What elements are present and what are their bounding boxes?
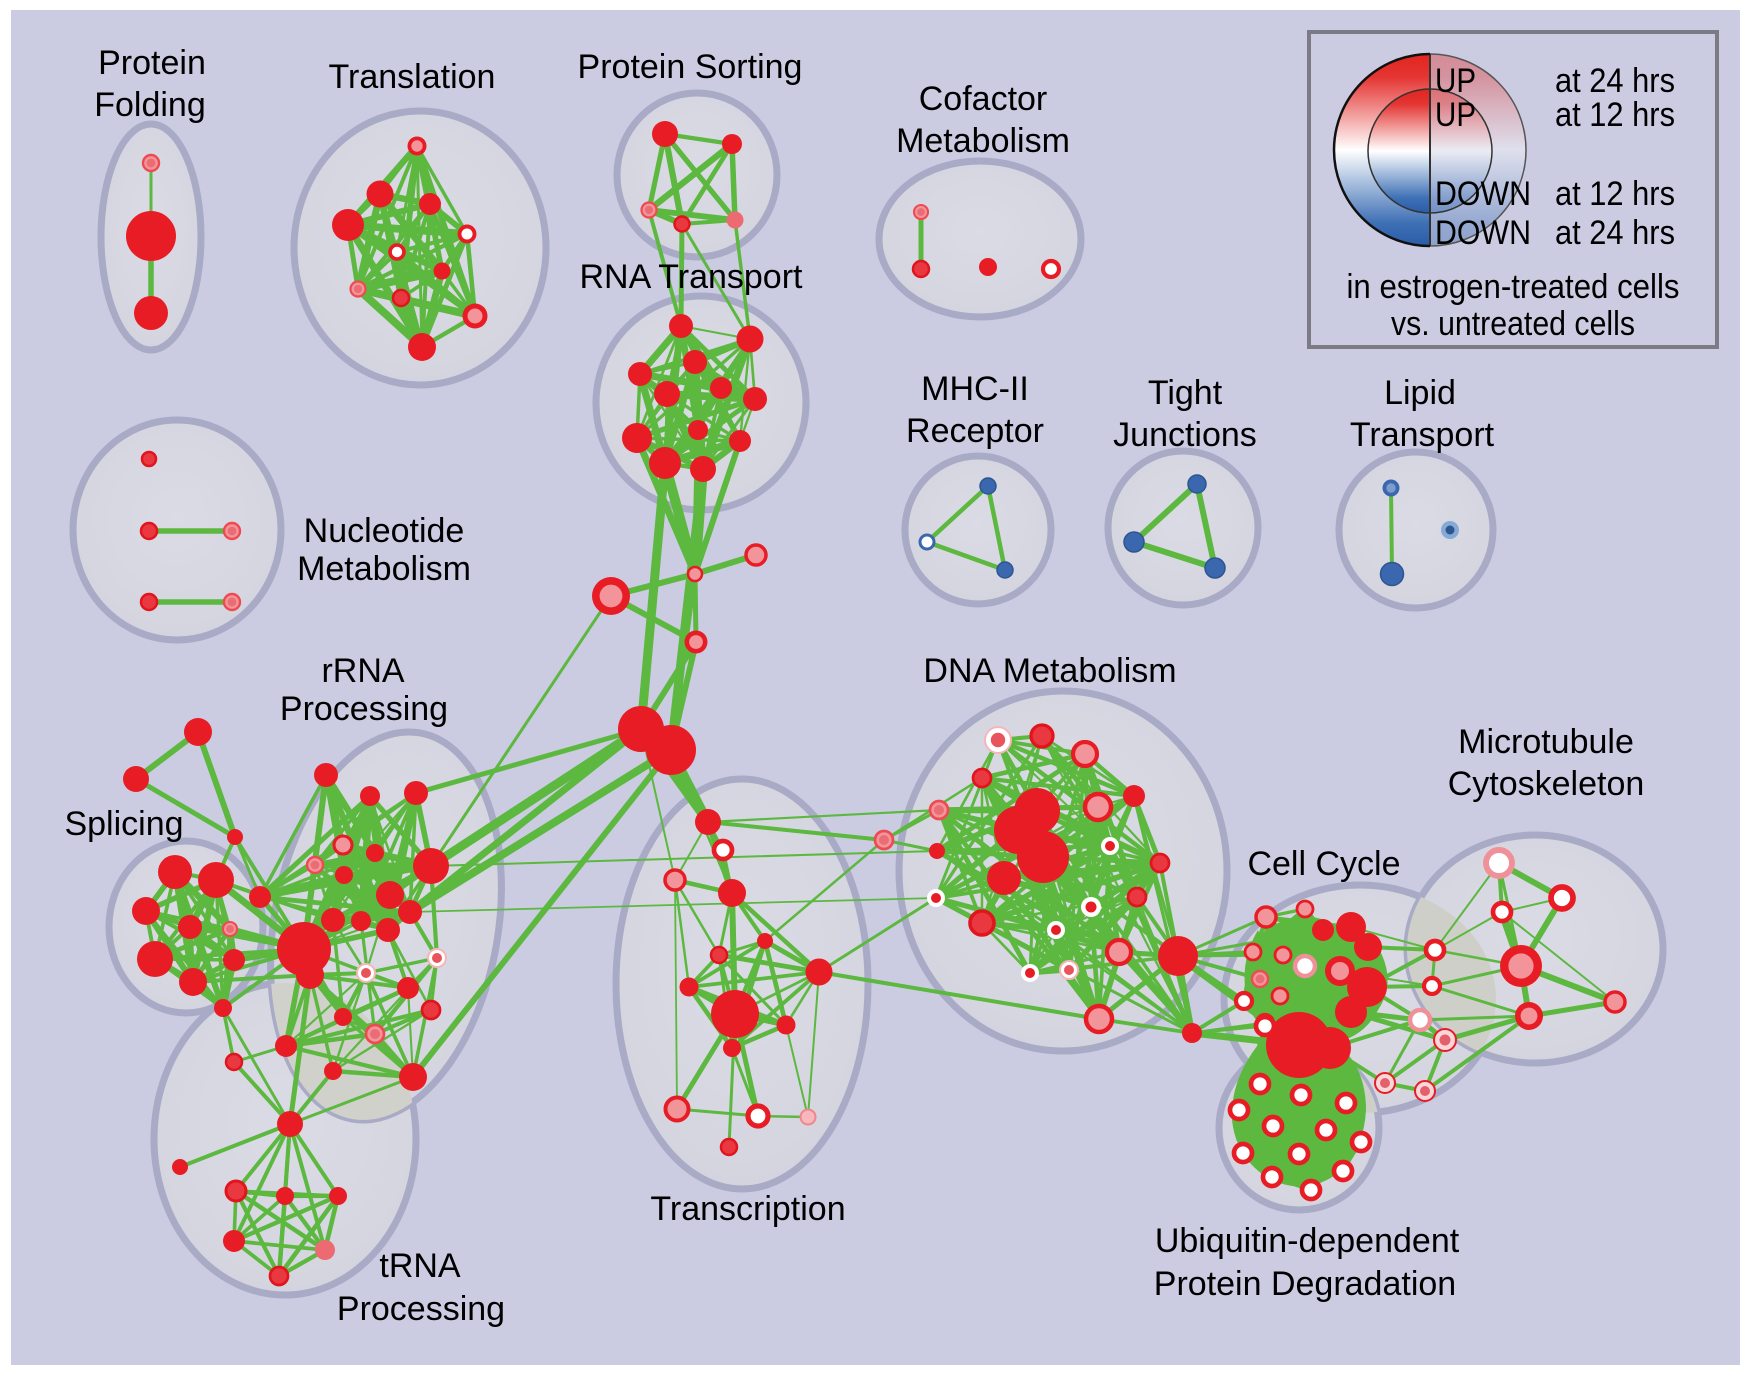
svg-text:vs. untreated cells: vs. untreated cells	[1391, 305, 1635, 343]
svg-text:Protein: Protein	[98, 44, 206, 82]
svg-text:Processing: Processing	[280, 690, 448, 728]
svg-text:Transcription: Transcription	[650, 1190, 845, 1228]
svg-text:Protein Sorting: Protein Sorting	[578, 48, 803, 86]
svg-text:DOWN: DOWN	[1435, 214, 1531, 252]
svg-text:Receptor: Receptor	[906, 412, 1044, 450]
svg-text:in estrogen-treated cells: in estrogen-treated cells	[1347, 268, 1680, 306]
svg-text:rRNA: rRNA	[321, 652, 404, 690]
svg-text:Splicing: Splicing	[64, 805, 183, 843]
svg-text:tRNA: tRNA	[379, 1247, 461, 1285]
svg-text:UP: UP	[1435, 96, 1476, 134]
svg-text:RNA Transport: RNA Transport	[580, 258, 804, 296]
svg-text:Metabolism: Metabolism	[297, 550, 471, 588]
svg-text:at 24 hrs: at 24 hrs	[1555, 214, 1675, 252]
svg-text:Transport: Transport	[1350, 416, 1495, 454]
svg-text:Cofactor: Cofactor	[919, 80, 1048, 118]
svg-text:UP: UP	[1435, 62, 1476, 100]
svg-text:Metabolism: Metabolism	[896, 122, 1070, 160]
svg-text:at 12 hrs: at 12 hrs	[1555, 96, 1675, 134]
svg-text:Tight: Tight	[1148, 374, 1223, 412]
svg-text:Ubiquitin-dependent: Ubiquitin-dependent	[1155, 1222, 1460, 1260]
svg-text:DOWN: DOWN	[1435, 175, 1531, 213]
svg-text:Microtubule: Microtubule	[1458, 723, 1634, 761]
svg-text:at 12 hrs: at 12 hrs	[1555, 175, 1675, 213]
svg-text:Cytoskeleton: Cytoskeleton	[1448, 765, 1645, 803]
svg-text:Junctions: Junctions	[1113, 416, 1257, 454]
svg-text:MHC-II: MHC-II	[921, 370, 1029, 408]
svg-text:Nucleotide: Nucleotide	[304, 512, 465, 550]
svg-text:at 24 hrs: at 24 hrs	[1555, 62, 1675, 100]
svg-text:DNA Metabolism: DNA Metabolism	[923, 652, 1176, 690]
svg-text:Translation: Translation	[329, 58, 496, 96]
svg-text:Cell Cycle: Cell Cycle	[1247, 845, 1400, 883]
svg-text:Folding: Folding	[94, 86, 206, 124]
svg-text:Lipid: Lipid	[1384, 374, 1456, 412]
svg-text:Processing: Processing	[337, 1290, 505, 1328]
svg-text:Protein Degradation: Protein Degradation	[1154, 1265, 1456, 1303]
